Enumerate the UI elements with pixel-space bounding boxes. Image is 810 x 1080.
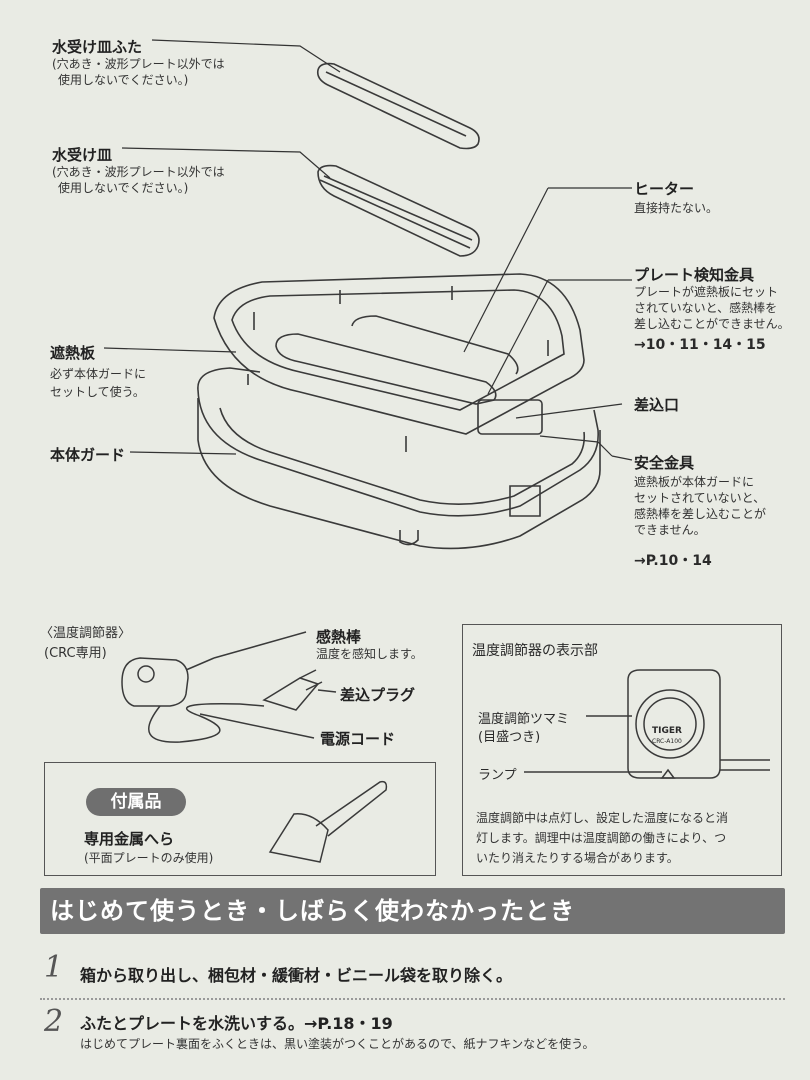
- plug-label: 差込プラグ: [340, 686, 416, 704]
- step-2-text: ふたとプレートを水洗いする。→P.18・19: [80, 1014, 393, 1033]
- plate-detector-label: プレート検知金具: [634, 266, 755, 284]
- section-banner: はじめて使うとき・しばらく使わなかったとき: [40, 888, 785, 934]
- drip-tray-drawing: [317, 164, 480, 257]
- step-1-text: 箱から取り出し、梱包材・緩衝材・ビニール袋を取り除く。: [80, 966, 513, 985]
- heater-label: ヒーター: [634, 180, 695, 198]
- heat-shield-drawing: [213, 273, 585, 452]
- display-desc-2: 灯します。調理中は温度調節の働きにより、つ: [476, 831, 727, 845]
- display-desc-3: いたり消えたりする場合があります。: [476, 851, 679, 865]
- probe-label: 感熱棒: [316, 628, 362, 646]
- heat-shield-label: 遮熱板: [50, 344, 96, 362]
- display-panel-box: [462, 624, 782, 876]
- temperature-controller-drawing: [121, 631, 337, 743]
- controller-subtitle: (CRC専用): [44, 646, 107, 661]
- heat-shield-note-2: セットして使う。: [50, 385, 145, 399]
- display-title: 温度調節器の表示部: [472, 643, 598, 659]
- safety-fitting-note-1: 遮熱板が本体ガードに: [634, 475, 755, 489]
- drip-lid-note-2: 使用しないでください。): [58, 73, 189, 87]
- accessory-box: [44, 762, 436, 876]
- display-panel-drawing: [524, 669, 770, 779]
- drip-tray-note-2: 使用しないでください。): [58, 181, 189, 195]
- probe-note: 温度を感知します。: [316, 647, 423, 661]
- accessory-note: (平面プレートのみ使用): [84, 851, 214, 865]
- drip-tray-label: 水受け皿: [52, 146, 113, 164]
- heat-shield-note-1: 必ず本体ガードに: [50, 367, 147, 381]
- drip-tray-note-1: (穴あき・波形プレート以外では: [52, 165, 225, 179]
- safety-fitting-label: 安全金具: [634, 454, 695, 472]
- socket-label: 差込口: [634, 396, 680, 414]
- accessory-badge: 付属品: [86, 788, 186, 816]
- drip-lid-label: 水受け皿ふた: [52, 38, 143, 56]
- body-guard-label: 本体ガード: [50, 446, 126, 464]
- plate-detector-ref: →10・11・14・15: [634, 337, 766, 353]
- safety-fitting-note-3: 感熱棒を差し込むことが: [634, 507, 767, 521]
- plate-detector-note-1: プレートが遮熱板にセット: [634, 285, 779, 299]
- knob-sublabel: (目盛つき): [478, 730, 541, 745]
- cord-label: 電源コード: [320, 730, 396, 748]
- step-2-subtext: はじめてプレート裏面をふくときは、黒い塗装がつくことがあるので、紙ナフキンなどを…: [80, 1037, 595, 1051]
- tiger-logo: TIGER: [652, 726, 682, 736]
- plate-detector-note-3: 差し込むことができません。: [634, 317, 790, 331]
- spatula-drawing: [268, 780, 388, 863]
- safety-fitting-ref: →P.10・14: [634, 553, 712, 569]
- drip-lid-note-1: (穴あき・波形プレート以外では: [52, 57, 225, 71]
- step-2-number: 2: [44, 1004, 64, 1039]
- step-divider: [40, 998, 785, 1000]
- controller-title: 〈温度調節器〉: [40, 626, 132, 641]
- safety-fitting-note-2: セットされていないと、: [634, 491, 766, 505]
- knob-label: 温度調節ツマミ: [478, 712, 570, 727]
- drip-tray-lid-drawing: [316, 62, 480, 150]
- heater-note: 直接持たない。: [634, 201, 719, 215]
- lamp-label: ランプ: [478, 768, 517, 783]
- step-1-number: 1: [44, 950, 64, 985]
- plate-detector-note-2: されていないと、感熱棒を: [634, 301, 778, 315]
- display-desc-1: 温度調節中は点灯し、設定した温度になると消: [476, 811, 729, 825]
- body-guard-drawing: [197, 367, 601, 550]
- accessory-name: 専用金属へら: [84, 830, 175, 848]
- display-model: CRC-A100: [652, 738, 682, 745]
- safety-fitting-note-4: できません。: [634, 523, 706, 537]
